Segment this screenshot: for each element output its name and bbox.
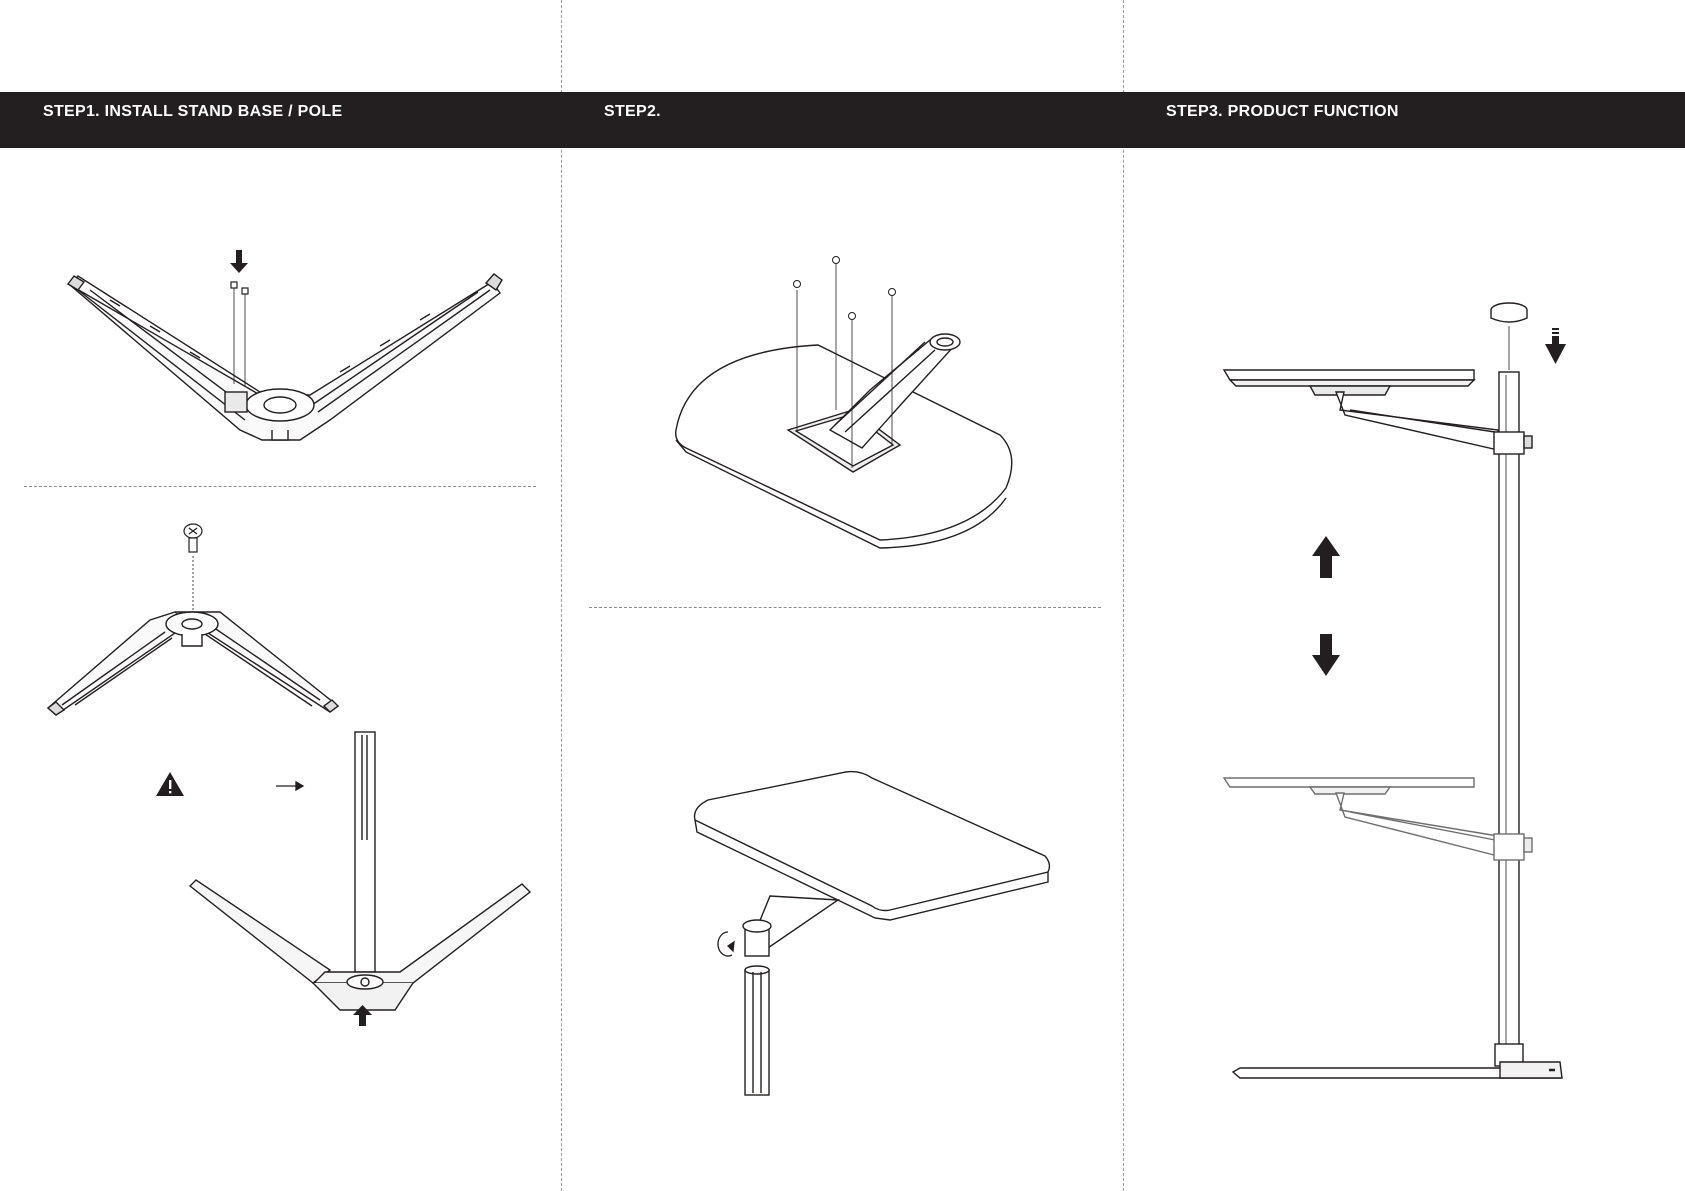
arrow-up-icon [1312,536,1340,578]
step1-screws [231,282,248,386]
step2-tray-underside [676,334,1012,548]
step1-base-bolt-view [48,612,338,715]
step2-tray-on-pole [695,772,1050,1095]
step1-pole-base [190,732,530,1010]
step3-stand-assembly [1224,303,1562,1078]
step1-base-top-view [68,274,502,440]
arrow-down-icon [1312,634,1340,676]
arrow-down-icon [1545,328,1566,364]
rotate-icon [718,932,734,956]
arrow-down-icon [230,250,248,273]
step1-center-bolt [184,524,202,610]
arrow-right-icon [276,782,303,790]
warning-triangle-icon [156,772,184,796]
